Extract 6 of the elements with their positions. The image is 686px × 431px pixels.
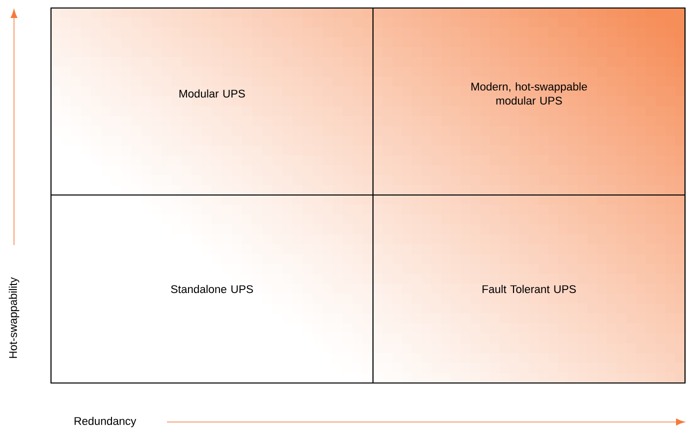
quadrant-box: Fault Tolerant UPS xyxy=(372,194,686,384)
axis-label: Redundancy xyxy=(74,416,136,428)
quadrant-box: Standalone UPS xyxy=(50,194,374,384)
quadrant-box: Modern, hot-swappable modular UPS xyxy=(372,7,686,196)
axis-label: Hot-swappability xyxy=(8,277,20,358)
quadrant-box: Modular UPS xyxy=(50,7,374,196)
